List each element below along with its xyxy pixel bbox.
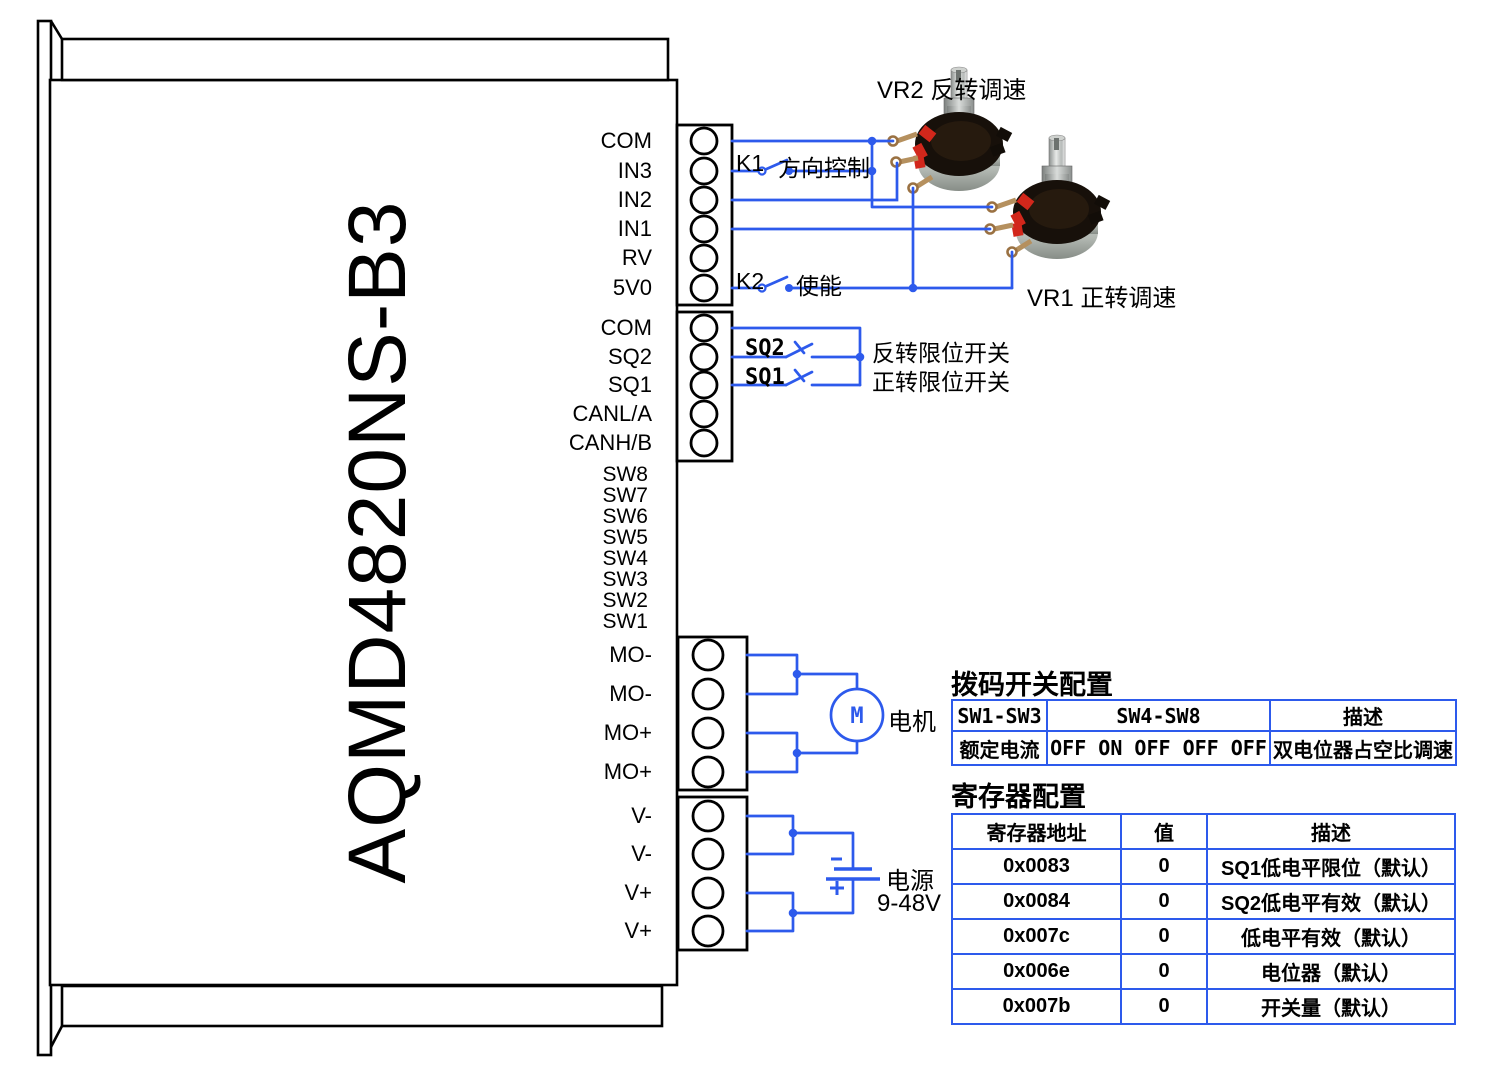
wire-motor-neg bbox=[745, 653, 859, 696]
battery-plus bbox=[830, 881, 844, 895]
device-body bbox=[48, 78, 679, 987]
wire-vminus bbox=[745, 814, 855, 871]
data-cell: 0 bbox=[1120, 988, 1208, 1025]
k1-desc-label: 方向控制 bbox=[778, 155, 870, 181]
pin-label-sw5: SW5 bbox=[602, 526, 648, 549]
pin-label-sw6: SW6 bbox=[602, 505, 648, 528]
dip-table-title: 拨码开关配置 bbox=[951, 670, 1113, 700]
data-cell: 0x0083 bbox=[951, 848, 1122, 885]
pin-label-sw8: SW8 bbox=[602, 463, 648, 486]
k1-label: K1 bbox=[736, 150, 765, 176]
data-cell: 低电平有效（默认） bbox=[1206, 918, 1456, 955]
data-cell: 0 bbox=[1120, 883, 1208, 920]
pin-label-rv: RV bbox=[621, 245, 652, 270]
pin-label-v: V+ bbox=[624, 918, 652, 943]
power-label: 电源 bbox=[886, 868, 934, 895]
pin-label-canhb: CANH/B bbox=[568, 430, 652, 455]
sq1-switch-blade bbox=[784, 368, 814, 387]
vr1-potentiometer bbox=[1009, 134, 1111, 260]
header-cell: SW4-SW8 bbox=[1046, 699, 1271, 732]
sq1-label: SQ1 bbox=[745, 365, 785, 390]
pin-label-mo: MO- bbox=[609, 642, 652, 667]
pin-label-v: V+ bbox=[624, 880, 652, 905]
pin-label-sw7: SW7 bbox=[602, 484, 648, 507]
terminal-blocks bbox=[675, 123, 749, 952]
sq2-desc-label: 反转限位开关 bbox=[872, 340, 1010, 366]
data-cell: 0 bbox=[1120, 918, 1208, 955]
pin-label-sw4: SW4 bbox=[602, 547, 648, 570]
power-range-label: 9-48V bbox=[877, 890, 942, 917]
pot-terminal-lugs bbox=[896, 131, 1033, 254]
pin-label-5v0: 5V0 bbox=[612, 275, 652, 300]
sq2-switch-blade bbox=[784, 340, 814, 359]
mount-bar-bottom bbox=[60, 984, 664, 1028]
k2-label: K2 bbox=[736, 268, 765, 294]
k2-desc-label: 使能 bbox=[796, 273, 842, 299]
register-table-title: 寄存器配置 bbox=[951, 782, 1086, 812]
pin-label-sq2: SQ2 bbox=[607, 344, 652, 369]
wire-motor-pos bbox=[745, 731, 859, 774]
data-cell: 0x007b bbox=[951, 988, 1122, 1025]
header-cell: 描述 bbox=[1269, 699, 1457, 732]
header-cell: SW1-SW3 bbox=[951, 699, 1048, 732]
header-cell: 值 bbox=[1120, 813, 1208, 850]
wire-in2-vr2 bbox=[730, 161, 899, 202]
pin-label-in2: IN2 bbox=[617, 187, 652, 212]
switch-pivots bbox=[757, 166, 767, 293]
data-cell: SQ1低电平限位（默认） bbox=[1206, 848, 1456, 885]
pin-label-sw1: SW1 bbox=[602, 610, 648, 633]
sq2-label: SQ2 bbox=[745, 336, 785, 361]
pin-label-mo: MO- bbox=[609, 681, 652, 706]
device-chassis bbox=[36, 19, 679, 1057]
data-cell: 0x006e bbox=[951, 953, 1122, 990]
pin-label-canla: CANL/A bbox=[572, 401, 652, 426]
header-cell: 描述 bbox=[1206, 813, 1456, 850]
pin-label-sq1: SQ1 bbox=[607, 372, 652, 397]
data-cell: 电位器（默认） bbox=[1206, 953, 1456, 990]
data-cell: 双电位器占空比调速 bbox=[1269, 730, 1457, 766]
junction-dots bbox=[785, 136, 918, 918]
motor-label: 电机 bbox=[888, 709, 936, 736]
sq1-desc-label: 正转限位开关 bbox=[872, 369, 1010, 395]
pin-label-mo: MO+ bbox=[603, 720, 652, 745]
pin-label-com: COM bbox=[600, 315, 652, 340]
pin-label-in1: IN1 bbox=[617, 216, 652, 241]
pin-label-sw3: SW3 bbox=[602, 568, 648, 591]
data-cell: 0x0084 bbox=[951, 883, 1122, 920]
table-header-row: 寄存器地址值描述 bbox=[951, 813, 1456, 850]
battery-icon bbox=[826, 857, 880, 895]
data-cell: 0x007c bbox=[951, 918, 1122, 955]
data-cell: 额定电流 bbox=[951, 730, 1048, 766]
data-cell: 开关量（默认） bbox=[1206, 988, 1456, 1025]
vr1-label: VR1 正转调速 bbox=[1027, 285, 1177, 312]
pin-label-v: V- bbox=[631, 803, 652, 828]
data-cell: SQ2低电平有效（默认） bbox=[1206, 883, 1456, 920]
mount-bar-top bbox=[60, 37, 670, 82]
vr2-label: VR2 反转调速 bbox=[877, 77, 1027, 104]
pin-label-in3: IN3 bbox=[617, 158, 652, 183]
pin-label-v: V- bbox=[631, 841, 652, 866]
motor-icon bbox=[829, 687, 885, 743]
data-cell: 0 bbox=[1120, 953, 1208, 990]
device-model-title: AQMD4820NS-B3 bbox=[332, 200, 423, 884]
motor-symbol-label: M bbox=[850, 704, 863, 729]
data-cell: 0 bbox=[1120, 848, 1208, 885]
pin-label-sw2: SW2 bbox=[602, 589, 648, 612]
pin-label-com: COM bbox=[600, 128, 652, 153]
header-cell: 寄存器地址 bbox=[951, 813, 1122, 850]
pin-label-mo: MO+ bbox=[603, 759, 652, 784]
data-cell: OFF ON OFF OFF OFF bbox=[1046, 730, 1271, 766]
